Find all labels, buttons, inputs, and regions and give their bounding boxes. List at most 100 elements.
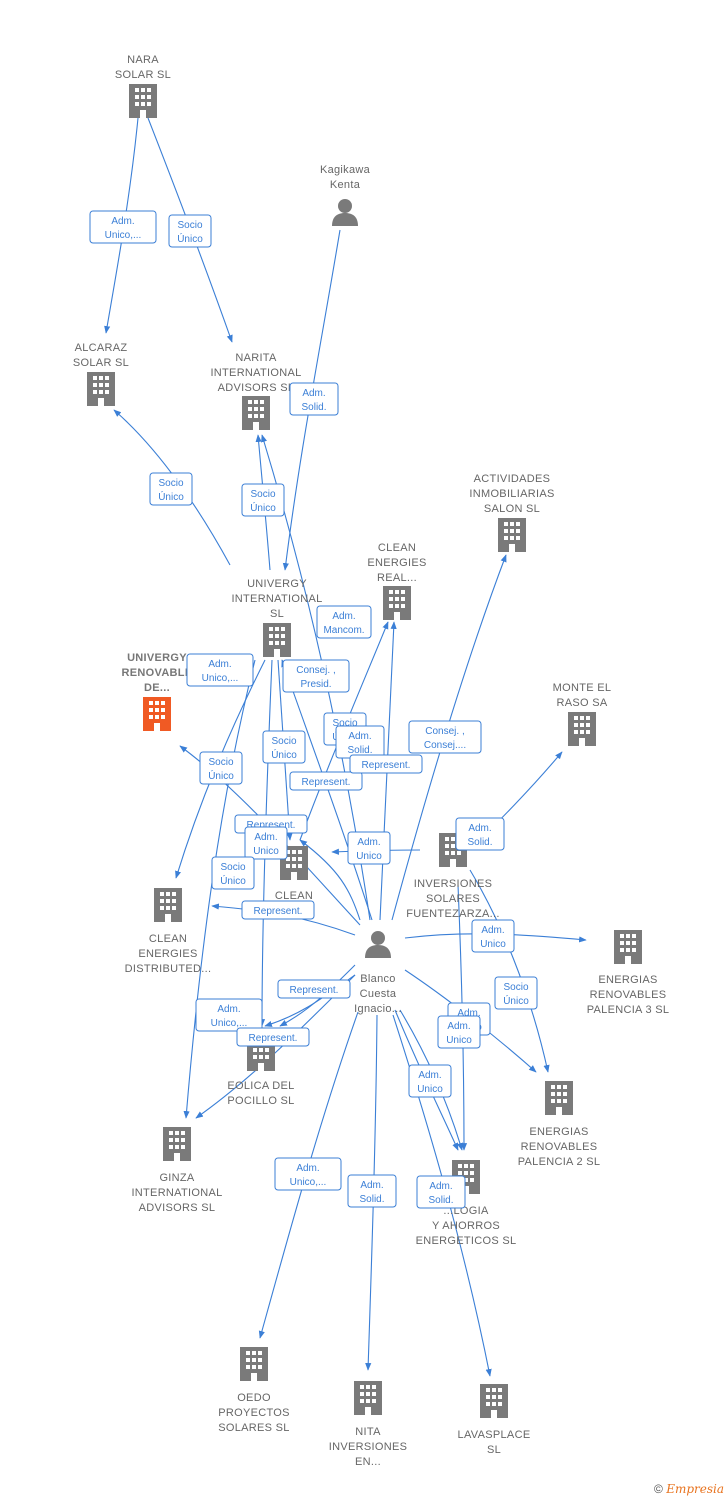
edge-label[interactable]: Adm.Unico [347, 831, 391, 865]
edge-label[interactable]: Adm.Solid. [289, 382, 339, 416]
building-icon [143, 697, 171, 731]
edge-label[interactable]: Represent. [349, 754, 423, 774]
edge-label-box [149, 472, 193, 506]
edge-label-text: Adm.Solid. [359, 1180, 384, 1205]
edge-label[interactable]: Adm.Unico [244, 826, 288, 860]
edge-label[interactable]: Represent. [289, 771, 363, 791]
edge-label[interactable]: Adm.Mancom. [316, 605, 372, 639]
edge-label[interactable]: Adm.Unico [471, 919, 515, 953]
edge-label-box [199, 751, 243, 785]
edge-label-box [244, 826, 288, 860]
edge-label[interactable]: Adm.Unico,... [89, 210, 157, 244]
edge-label[interactable]: Adm.Unico [437, 1015, 481, 1049]
edge-label-text: Adm.Solid. [428, 1181, 453, 1206]
building-icon [545, 1081, 573, 1115]
edge-label-box [408, 720, 482, 754]
edge-label[interactable]: Adm.Solid. [455, 817, 505, 851]
edge-label[interactable]: Consej. ,Presid. [282, 659, 350, 693]
edge-label[interactable]: Adm.Unico [408, 1064, 452, 1098]
edge-label-text: Represent. [247, 820, 296, 831]
edge-label[interactable]: Adm.Unico,... [274, 1157, 342, 1191]
edge-label-text: Adm.Unico [480, 925, 506, 950]
edge-label[interactable]: Adm.Solid. [335, 725, 385, 759]
person-icon [332, 199, 358, 226]
edge-label-box [168, 214, 212, 248]
building-icon [240, 1347, 268, 1381]
edge-label-box [408, 1064, 452, 1098]
edge-label-box [241, 900, 315, 920]
building-icon [480, 1384, 508, 1418]
building-icon [614, 930, 642, 964]
edge-label-text: Adm.Unico,... [202, 659, 239, 684]
edge-label-box [282, 659, 350, 693]
edge-label[interactable]: Adm.Unico,... [195, 998, 263, 1032]
edge-label-box [274, 1157, 342, 1191]
edge-label[interactable]: Represent. [236, 1027, 310, 1047]
edge-label[interactable]: Adm.Unico,... [186, 653, 254, 687]
edge-label[interactable]: Represent. [277, 979, 351, 999]
edge-label[interactable]: Adm.Solid. [347, 1174, 397, 1208]
edge-label[interactable]: Consej. ,Consej.... [408, 720, 482, 754]
edge-blanco-clean2 [299, 839, 361, 921]
edge-label-box [186, 653, 254, 687]
edge-label-text: Consej. ,Presid. [296, 665, 335, 690]
edge-label-box [316, 605, 372, 639]
building-icon [242, 396, 270, 430]
edge-label[interactable]: Adm.Solid. [416, 1175, 466, 1209]
edge-label[interactable]: Represent. [241, 900, 315, 920]
edge-label-box [349, 754, 423, 774]
edge-label-text: Adm.Solid. [467, 823, 492, 848]
empresia-logo[interactable]: Empresia [666, 1482, 724, 1496]
edge-label-text: Represent. [249, 1033, 298, 1044]
